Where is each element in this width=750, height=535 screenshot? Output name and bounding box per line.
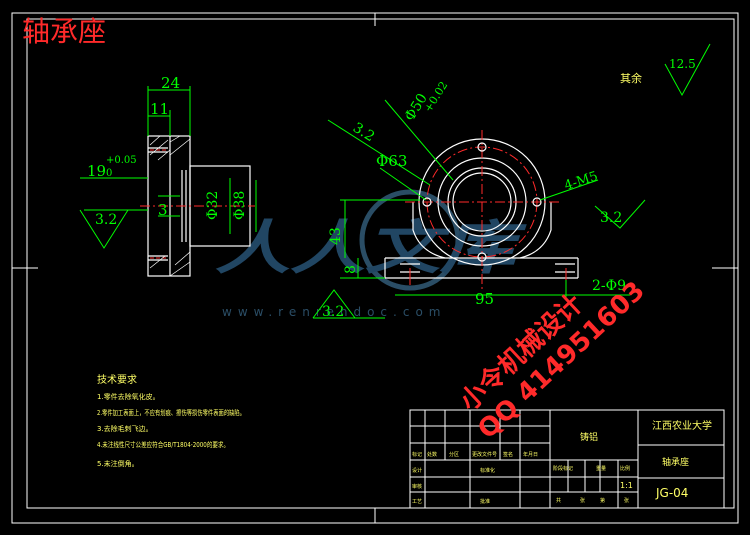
side-view: 24 11 19 +0.05 0 3.2 3 Φ32 Φ38 — [79, 74, 257, 277]
tech-item-1: 1.零件去除氧化皮。 — [97, 392, 160, 401]
dim-19-tol-up: +0.05 — [106, 155, 137, 166]
dim-phi32: Φ32 — [205, 191, 221, 220]
tb-label-change: 更改文件号 — [472, 451, 497, 458]
tb-sheet-unit1: 张 — [580, 497, 585, 504]
dim-8: 8 — [343, 265, 359, 274]
dim-4-m5: 4-M5 — [563, 169, 600, 194]
tb-label-zone: 分区 — [449, 451, 459, 458]
tb-process: 工艺 — [412, 499, 422, 505]
tb-stage: 阶段标记 — [553, 465, 573, 472]
tb-sheet-no: 第 — [600, 497, 605, 504]
tb-label-count: 处数 — [427, 451, 437, 458]
roughness-general-value: 12.5 — [669, 57, 696, 71]
watermark-url: www.renrendoc.com — [222, 305, 446, 319]
watermark: 人人文库 www.renrendoc.com — [215, 189, 528, 319]
dim-phi38: Φ38 — [232, 191, 248, 220]
tb-school: 江西农业大学 — [652, 419, 712, 432]
tb-standard: 标准化 — [480, 467, 495, 474]
roughness-bottom: 3.2 — [322, 304, 344, 320]
tb-weight: 重量 — [596, 465, 606, 472]
tech-title: 技术要求 — [97, 373, 137, 386]
tech-item-2: 2.零件加工表面上，不应有划痕、擦伤等损伤零件表面的缺陷。 — [97, 408, 245, 417]
tb-material: 铸铝 — [580, 431, 598, 443]
dim-95: 95 — [475, 290, 494, 308]
watermark-main: 人人文库 — [215, 214, 528, 282]
tb-label-mark: 标记 — [412, 451, 422, 458]
dim-19: 19 — [87, 162, 106, 180]
dim-19-tol-low: 0 — [106, 168, 112, 179]
roughness-right: 3.2 — [600, 210, 622, 226]
dim-24: 24 — [161, 74, 180, 92]
tb-scale: 1:1 — [620, 481, 633, 490]
drawing-frame — [11, 12, 739, 524]
tb-drawing-no: JG-04 — [655, 486, 688, 500]
dim-3: 3 — [158, 201, 168, 219]
page-title: 轴承座 — [22, 15, 106, 48]
dim-11: 11 — [150, 100, 169, 118]
tech-item-4: 4.未注线性尺寸公差应符合GB/T1804-2000的要求。 — [97, 440, 229, 449]
tb-label-sign: 签名 — [503, 451, 513, 458]
tb-design: 设计 — [412, 467, 422, 474]
tech-requirements: 技术要求 1.零件去除氧化皮。 2.零件加工表面上，不应有划痕、擦伤等损伤零件表… — [97, 373, 245, 468]
tb-sheet-unit2: 张 — [624, 497, 629, 504]
dim-phi63: Φ63 — [376, 152, 407, 170]
roughness-general-label: 其余 — [620, 71, 642, 85]
tech-item-3: 3.去除毛刺飞边。 — [97, 424, 153, 433]
dim-43: 43 — [328, 227, 344, 245]
tb-ratio: 比例 — [620, 465, 630, 472]
tb-approve: 批准 — [480, 498, 490, 505]
dim-2-phi9: 2-Φ9 — [592, 278, 626, 294]
title-block: 铸铝 江西农业大学 轴承座 1:1 JG-04 标记 处数 分区 更改文件号 签… — [409, 409, 725, 509]
tb-sheet-total: 共 — [556, 497, 561, 504]
roughness-top: 3.2 — [350, 120, 377, 145]
tb-label-date: 年月日 — [523, 451, 538, 458]
roughness-left: 3.2 — [95, 212, 117, 228]
tech-item-5: 5.未注倒角。 — [97, 459, 139, 468]
tb-review: 审核 — [412, 483, 422, 490]
tb-part: 轴承座 — [662, 456, 689, 468]
